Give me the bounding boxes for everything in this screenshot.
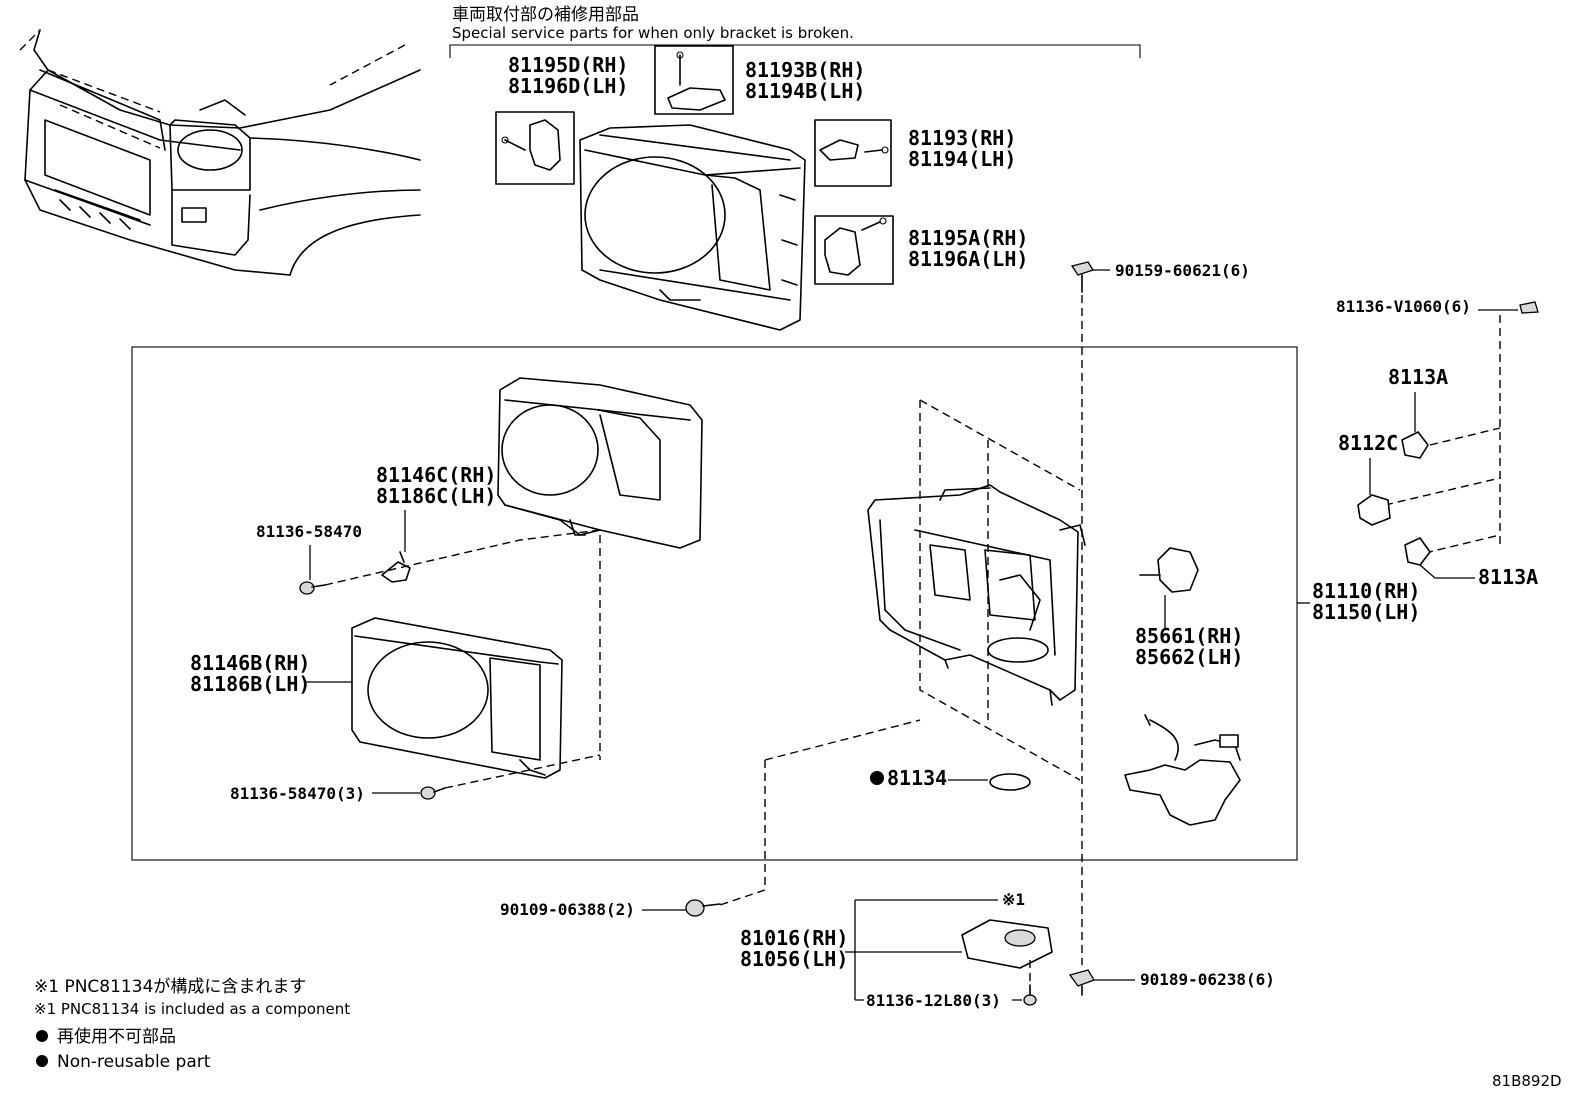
ballast-81016	[961, 919, 1053, 969]
legend-notes: ※1 PNC81134が構成に含まれます ※1 PNC81134 is incl…	[34, 977, 350, 1072]
label-81136-58470: 81136-58470	[256, 522, 362, 541]
label-81186b: 81186B(LH)	[190, 672, 310, 696]
bezel-81146b	[351, 617, 563, 779]
non-reusable-legend-dot-icon-2	[36, 1055, 48, 1067]
service-parts-header: 車両取付部の補修用部品 Special service parts for wh…	[449, 5, 1141, 58]
label-85662: 85662(LH)	[1135, 645, 1243, 669]
screw-90189-icon	[1068, 969, 1095, 996]
label-81110: 81110(RH)	[1312, 579, 1420, 603]
o-ring-81134-icon	[989, 773, 1031, 791]
non-reusable-dot-icon	[870, 771, 884, 785]
label-8112c: 8112C	[1338, 431, 1398, 455]
label-81134: 81134	[887, 766, 947, 790]
label-81056: 81056(LH)	[740, 947, 848, 971]
non-reusable-legend-dot-icon	[36, 1030, 48, 1042]
wire-harness	[1124, 714, 1241, 826]
vehicle-front-illustration	[19, 29, 421, 276]
bracket-81195d-box	[495, 111, 575, 185]
label-81193: 81193(RH)	[908, 126, 1016, 150]
screw-90159-icon	[1070, 261, 1094, 293]
label-note-mark: ※1	[1002, 890, 1025, 909]
label-90159: 90159-60621(6)	[1115, 261, 1250, 280]
bracket-81195a-box	[814, 215, 894, 285]
figure-id: 81B892D	[1492, 1072, 1562, 1090]
note-2-en: Non-reusable part	[57, 1052, 211, 1072]
label-81194b: 81194B(LH)	[745, 79, 865, 103]
label-8113a-top: 8113A	[1388, 365, 1448, 389]
bolt-90109-icon	[685, 899, 721, 917]
header-title-en: Special service parts for when only brac…	[452, 24, 854, 42]
note-1-jp: ※1 PNC81134が構成に含まれます	[34, 977, 306, 997]
label-81016: 81016(RH)	[740, 926, 848, 950]
label-81196d: 81196D(LH)	[508, 74, 628, 98]
label-85661: 85661(RH)	[1135, 624, 1243, 648]
label-81136-58470-3: 81136-58470(3)	[230, 784, 365, 803]
label-81136-12l80: 81136-12L80(3)	[866, 991, 1001, 1010]
header-title-jp: 車両取付部の補修用部品	[452, 5, 639, 25]
label-81146b: 81146B(RH)	[190, 651, 310, 675]
leveling-actuator-85661	[1139, 547, 1199, 593]
screw-81136-12l80-icon	[1023, 984, 1037, 1006]
bracket-81193-box	[814, 119, 892, 187]
label-8113a-bottom: 8113A	[1478, 565, 1538, 589]
label-81136-v1060: 81136-V1060(6)	[1336, 297, 1471, 316]
screw-81136-58470-3-icon	[420, 786, 446, 800]
note-1-en: ※1 PNC81134 is included as a component	[34, 1000, 350, 1018]
label-81194: 81194(LH)	[908, 147, 1016, 171]
label-81195d: 81195D(RH)	[508, 53, 628, 77]
headlamp-housing-top	[579, 124, 806, 331]
bracket-81193b-box	[654, 45, 734, 115]
socket-group-right	[1357, 301, 1539, 566]
label-90109: 90109-06388(2)	[500, 900, 635, 919]
lens-assembly	[497, 377, 703, 549]
label-81195a: 81195A(RH)	[908, 226, 1028, 250]
headlamp-housing-body	[867, 399, 1086, 781]
note-2-jp: 再使用不可部品	[57, 1026, 176, 1047]
label-81193b: 81193B(RH)	[745, 58, 865, 82]
label-81146c: 81146C(RH)	[376, 463, 496, 487]
label-81186c: 81186C(LH)	[376, 484, 496, 508]
label-81196a: 81196A(LH)	[908, 247, 1028, 271]
label-81150: 81150(LH)	[1312, 600, 1420, 624]
screw-81136-58470-icon	[299, 581, 326, 595]
label-90189: 90189-06238(6)	[1140, 970, 1275, 989]
